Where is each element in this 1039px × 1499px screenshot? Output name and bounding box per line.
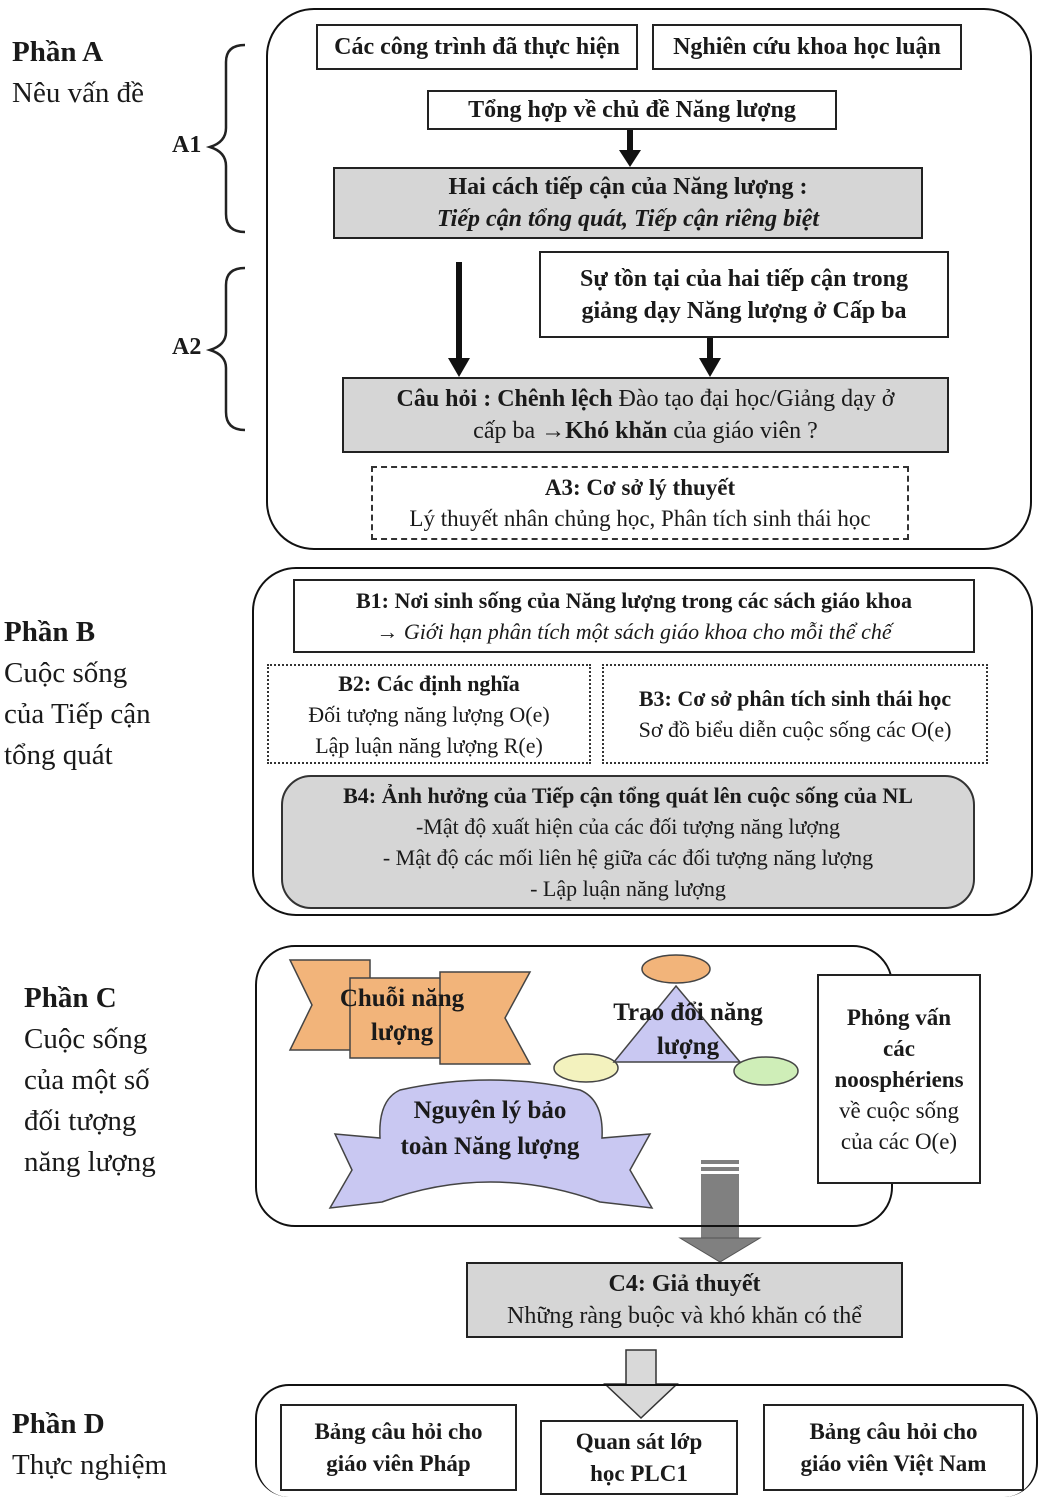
energy-chain-line1: Chuỗi năng — [339, 985, 465, 1012]
box-epistemology-research-text: Nghiên cứu khoa học luận — [673, 34, 941, 60]
question-gap: Chênh lệch — [497, 386, 613, 412]
box-completed-works: Các công trình đã thực hiện — [316, 24, 638, 70]
interview-line4: về cuộc sống — [838, 1097, 960, 1123]
box-two-approaches-title: Hai cách tiếp cận của Năng lượng : — [448, 174, 808, 200]
part-c-subtitle-2: của một số — [24, 1064, 150, 1096]
box-interview: Phỏng vấn các noosphériens về cuộc sống … — [817, 974, 981, 1184]
part-d-heading: Phần D — [12, 1408, 105, 1440]
box-approach-existence: Sự tồn tại của hai tiếp cận trong giảng … — [539, 251, 949, 338]
b1-text: → Giới hạn phân tích một sách giáo khoa … — [376, 619, 892, 644]
interview-line1: Phỏng vấn — [846, 1004, 952, 1030]
b4-line3: - Lập luận năng lượng — [530, 876, 726, 901]
part-a-subtitle: Nêu vấn đề — [12, 77, 145, 109]
part-c-subtitle-3: đối tượng — [24, 1105, 137, 1137]
part-c-subtitle-4: năng lượng — [24, 1146, 156, 1178]
box-energy-summary: Tổng hợp về chủ đề Năng lượng — [427, 90, 837, 130]
box-two-approaches-sub: Tiếp cận tổng quát, Tiếp cận riêng biệt — [436, 206, 820, 232]
box-a3-theory: A3: Cơ sở lý thuyết Lý thuyết nhân chủng… — [371, 466, 909, 540]
energy-chain-line2: lượng — [370, 1019, 434, 1046]
box-questionnaire-vietnam: Bảng câu hỏi cho giáo viên Việt Nam — [763, 1404, 1024, 1491]
b4-line1: -Mật độ xuất hiện của các đối tượng năng… — [415, 814, 841, 839]
box-two-approaches: Hai cách tiếp cận của Năng lượng : Tiếp … — [333, 167, 923, 239]
part-a-label: Phần A Nêu vấn đề — [12, 32, 144, 114]
part-c-subtitle-1: Cuộc sống — [24, 1023, 148, 1055]
part-a-heading: Phần A — [12, 36, 104, 68]
interview-line3: noosphériens — [834, 1066, 964, 1092]
energy-conservation-line2: toàn Năng lượng — [400, 1133, 580, 1160]
energy-chain-label: Chuỗi năng lượng — [312, 978, 492, 1054]
part-b-subtitle-2: của Tiếp cận — [4, 698, 151, 730]
part-b-container — [252, 567, 1033, 916]
part-d-container — [255, 1384, 1038, 1497]
question-text1: Đào tạo đại học/Giảng dạy ở — [612, 386, 895, 412]
questionnaire-vietnam-line2: giáo viên Việt Nam — [800, 1450, 987, 1476]
energy-exchange-line2: lượng — [656, 1033, 720, 1060]
a2-label: A2 — [172, 334, 202, 360]
class-observation-line2: học PLC1 — [590, 1460, 688, 1486]
arrow-existence-to-question — [699, 338, 721, 377]
c4-text: Những ràng buộc và khó khăn có thể — [507, 1303, 862, 1329]
part-b-subtitle-1: Cuộc sống — [4, 657, 128, 689]
box-class-observation: Quan sát lớp học PLC1 — [540, 1420, 738, 1495]
b2-title: B2: Các định nghĩa — [338, 670, 520, 696]
b1-title: B1: Nơi sinh sống của Năng lượng trong c… — [355, 588, 913, 613]
box-questionnaire-france: Bảng câu hỏi cho giáo viên Pháp — [280, 1404, 517, 1491]
energy-conservation-line1: Nguyên lý bảo — [413, 1097, 567, 1124]
arrow-to-hypothesis — [678, 1160, 762, 1263]
interview-line2: các — [883, 1035, 915, 1061]
questionnaire-france-line1: Bảng câu hỏi cho — [314, 1418, 483, 1444]
energy-chain-shape — [288, 959, 532, 1065]
energy-conservation-shape — [328, 1079, 654, 1209]
part-b-heading: Phần B — [4, 616, 96, 648]
b2-line1: Đối tượng năng lượng O(e) — [308, 701, 550, 727]
part-a-container — [266, 8, 1032, 550]
energy-exchange-label: Trao đổi năng lượng — [586, 994, 790, 1066]
brace-a2 — [205, 266, 246, 432]
box-c4-hypothesis: C4: Giả thuyết Những ràng buộc và khó kh… — [466, 1262, 903, 1338]
energy-exchange-shape — [553, 954, 799, 1086]
part-c-label: Phần C Cuộc sống của một số đối tượng nă… — [24, 978, 156, 1183]
interview-line5: của các O(e) — [840, 1128, 958, 1154]
brace-a1 — [205, 43, 246, 234]
a1-label: A1 — [172, 132, 202, 158]
energy-conservation-label: Nguyên lý bảo toàn Năng lượng — [360, 1092, 620, 1166]
box-completed-works-text: Các công trình đã thực hiện — [334, 34, 620, 60]
question-text3: của giáo viên ? — [667, 418, 818, 444]
box-approach-existence-line1: Sự tồn tại của hai tiếp cận trong — [580, 265, 908, 292]
arrow-approaches-to-question — [448, 262, 470, 377]
a3-title: A3: Cơ sở lý thuyết — [544, 475, 736, 500]
research-question-line2: cấp ba →Khó khăn của giáo viên ? — [473, 415, 818, 447]
box-b2-definitions: B2: Các định nghĩa Đối tượng năng lượng … — [267, 664, 591, 764]
question-difficulty: Khó khăn — [565, 418, 668, 444]
class-observation-line1: Quan sát lớp — [575, 1428, 703, 1454]
c4-title: C4: Giả thuyết — [608, 1271, 761, 1297]
energy-exchange-line1: Trao đổi năng — [613, 999, 763, 1026]
box-b3-ecology: B3: Cơ sở phân tích sinh thái học Sơ đồ … — [602, 664, 988, 764]
box-b1-habitat: B1: Nơi sinh sống của Năng lượng trong c… — [293, 579, 975, 653]
box-b4-influence: B4: Ảnh hưởng của Tiếp cận tổng quát lên… — [281, 775, 975, 909]
part-d-label: Phần D Thực nghiệm — [12, 1404, 167, 1486]
question-label: Câu hỏi : — [396, 386, 498, 412]
research-question-line1: Câu hỏi : Chênh lệch Đào tạo đại học/Giả… — [397, 383, 895, 415]
part-b-subtitle-3: tổng quát — [4, 739, 113, 771]
part-b-label: Phần B Cuộc sống của Tiếp cận tổng quát — [4, 612, 151, 776]
a3-text: Lý thuyết nhân chủng học, Phân tích sinh… — [409, 506, 871, 531]
box-approach-existence-line2: giảng dạy Năng lượng ở Cấp ba — [581, 297, 907, 324]
questionnaire-vietnam-line1: Bảng câu hỏi cho — [809, 1418, 978, 1444]
part-d-subtitle: Thực nghiệm — [12, 1449, 168, 1481]
question-text2: cấp ba — [473, 418, 542, 444]
box-epistemology-research: Nghiên cứu khoa học luận — [652, 24, 962, 70]
box-research-question: Câu hỏi : Chênh lệch Đào tạo đại học/Giả… — [342, 377, 949, 453]
questionnaire-france-line2: giáo viên Pháp — [326, 1450, 471, 1476]
b4-title: B4: Ảnh hưởng của Tiếp cận tổng quát lên… — [343, 783, 913, 808]
part-c-heading: Phần C — [24, 982, 117, 1014]
box-energy-summary-text: Tổng hợp về chủ đề Năng lượng — [468, 97, 796, 123]
b4-line2: - Mật độ các mối liên hệ giữa các đối tư… — [382, 845, 874, 870]
b3-text: Sơ đồ biểu diễn cuộc sống các O(e) — [638, 717, 952, 742]
b2-line2: Lập luận năng lượng R(e) — [315, 732, 543, 758]
arrow-summary-to-approaches — [619, 129, 641, 167]
arrow-right-icon: → — [541, 418, 566, 444]
b3-title: B3: Cơ sở phân tích sinh thái học — [638, 686, 952, 711]
